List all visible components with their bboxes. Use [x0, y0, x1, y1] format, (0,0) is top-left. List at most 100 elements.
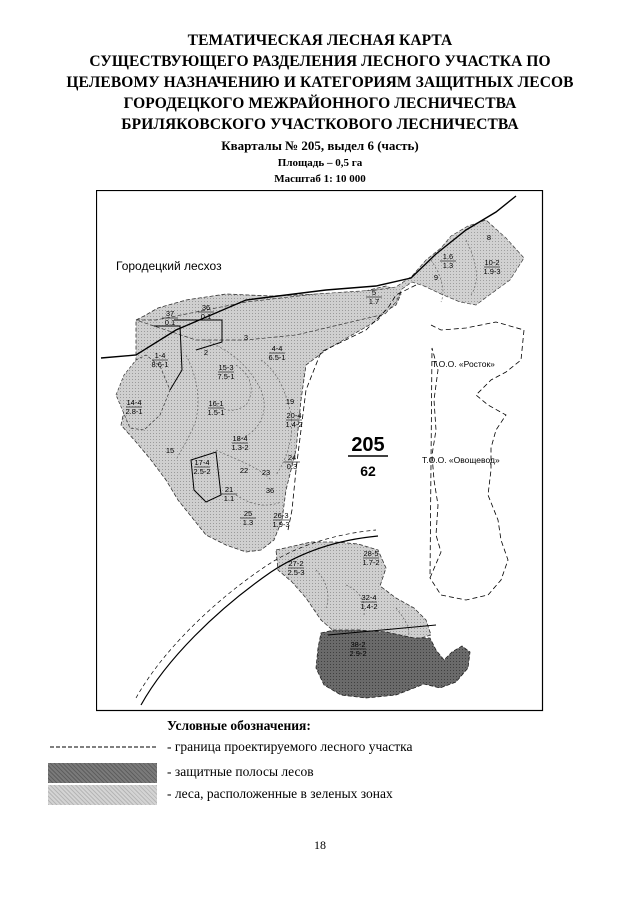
plot-label-p20: 20-41.4-2	[285, 411, 302, 429]
plot-label-bottom: 2.5-2	[193, 467, 210, 476]
plot-label-p21: 211.1	[221, 485, 237, 503]
plot-label-bottom: 0.3	[287, 462, 297, 471]
plot-label-top: 36	[202, 303, 210, 312]
plot-label-top: 24	[288, 453, 296, 462]
title-line-4: ГОРОДЕЦКОГО МЕЖРАЙОННОГО ЛЕСНИЧЕСТВА	[123, 95, 517, 112]
plot-label-p18: 18-41.3-2	[231, 434, 248, 452]
area-line: Площадь – 0,5 га	[277, 157, 363, 169]
plot-label-top: 10-2	[484, 258, 499, 267]
plot-label-bottom: 1.4-2	[285, 420, 302, 429]
plain-label-n19: 19	[286, 397, 294, 406]
plot-label-p24: 240.3	[284, 453, 300, 471]
plot-label-top: 25	[244, 509, 252, 518]
rostok-label: Т.О.О. «Росток»	[432, 359, 495, 369]
road	[100, 195, 517, 359]
quarter-number: 205	[351, 434, 384, 456]
plain-label-n9: 9	[434, 273, 438, 282]
plot-label-bottom: 1.7	[369, 297, 379, 306]
plot-label-p7: 1.61.3	[440, 252, 456, 270]
plot-label-top: 5	[372, 288, 376, 297]
plot-label-bottom: 7.5-1	[217, 372, 234, 381]
quarters-line: Кварталы № 205, выдел 6 (часть)	[221, 138, 419, 153]
plot-label-top: 17-4	[194, 458, 209, 467]
plot-label-bottom: 1.9-3	[483, 267, 500, 276]
plot-label-top: 4-4	[272, 344, 283, 353]
plot-label-top: 28-5	[363, 549, 378, 558]
inner-contours	[175, 239, 477, 639]
forest-map: Городецкий лесхоз Т.О.О. «Росток» Т.О.О.…	[96, 190, 544, 712]
railway	[135, 529, 379, 706]
title-line-5: БРИЛЯКОВСКОГО УЧАСТКОВОГО ЛЕСНИЧЕСТВА	[121, 116, 519, 133]
legend-item-protective: - защитные полосы лесов	[167, 764, 314, 779]
plot-label-bottom: 8.6-1	[151, 360, 168, 369]
south-forest-area	[275, 541, 432, 641]
north-strip-area	[135, 219, 525, 341]
plot-label-bottom: 1.3-2	[231, 443, 248, 452]
ovoschevod-label: Т.О.О. «Овощевод»	[422, 455, 500, 465]
plain-label-n23: 23	[262, 468, 270, 477]
plot-label-p10: 10-21.9-3	[483, 258, 500, 276]
west-strip-area	[115, 354, 171, 431]
plot-label-bottom: 1.3	[443, 261, 453, 270]
plain-label-n2: 2	[204, 348, 208, 357]
plot-label-top: 26-3	[273, 511, 288, 520]
plot-label-top: 16-1	[208, 399, 223, 408]
plain-label-n15: 15	[166, 446, 174, 455]
plot-label-p5: 51.7	[366, 288, 382, 306]
plot-label-p14: 14-42.8-1	[125, 398, 142, 416]
plot-label-top: 38-2	[350, 640, 365, 649]
plot-label-p17: 17-42.5-2	[193, 458, 210, 476]
plot-label-bottom: 2.9-2	[349, 649, 366, 658]
plot-label-bottom: 1.7-2	[362, 558, 379, 567]
title-line-2: СУЩЕСТВУЮЩЕГО РАЗДЕЛЕНИЯ ЛЕСНОГО УЧАСТКА…	[89, 53, 551, 70]
plot-label-bottom: 1.4-2	[360, 602, 377, 611]
plot-label-top: 37	[166, 309, 174, 318]
plain-label-n3: 3	[244, 333, 248, 342]
plot-label-top: 32-4	[361, 593, 376, 602]
plot-label-top: 15-3	[218, 363, 233, 372]
plot-label-p38: 38-22.9-2	[349, 640, 366, 658]
plain-label-n22: 22	[240, 466, 248, 475]
plot-label-top: 21	[225, 485, 233, 494]
legend-item-green-zone: - леса, расположенные в зеленых зонах	[167, 786, 393, 801]
plot-label-bottom: 1.1	[224, 494, 234, 503]
title-line-3: ЦЕЛЕВОМУ НАЗНАЧЕНИЮ И КАТЕГОРИЯМ ЗАЩИТНЫ…	[66, 74, 574, 91]
plot-label-p1: 1-48.6-1	[151, 351, 168, 369]
legend-heading: Условные обозначения:	[167, 718, 311, 733]
plot-label-bottom: 0.1	[201, 312, 211, 321]
plain-label-n36: 36	[266, 486, 274, 495]
plot-label-bottom: 1.9-3	[272, 520, 289, 529]
plot-label-top: 14-4	[126, 398, 141, 407]
page-number: 18	[314, 838, 326, 852]
legend-swatch-protective	[48, 763, 157, 783]
title-line-1: ТЕМАТИЧЕСКАЯ ЛЕСНАЯ КАРТА	[187, 32, 453, 49]
plot-label-p27: 27-22.5-3	[287, 559, 304, 577]
plot-label-top: 27-2	[288, 559, 303, 568]
plot-label-bottom: 2.8-1	[125, 407, 142, 416]
plot-label-bottom: 6.5-1	[268, 353, 285, 362]
plot-label-p16: 16-11.5-1	[207, 399, 224, 417]
quarter-area: 62	[360, 463, 376, 479]
plot-label-bottom: 1.5-1	[207, 408, 224, 417]
main-forest-area	[120, 285, 402, 553]
plot-label-bottom: 0.1	[165, 318, 175, 327]
legend-item-boundary: - граница проектируемого лесного участка	[167, 739, 413, 754]
plot-label-p36: 360.1	[198, 303, 214, 321]
plot-label-top: 20-4	[286, 411, 301, 420]
plot-label-top: 1.6	[443, 252, 453, 261]
plot-label-bottom: 1.3	[243, 518, 253, 527]
legend-swatch-green-zone	[48, 785, 157, 805]
plot-label-p26: 26-31.9-3	[272, 511, 289, 529]
plot-label-p15a: 15-37.5-1	[217, 363, 234, 381]
leskhoz-label: Городецкий лесхоз	[116, 259, 222, 273]
plot-label-p37: 370.1	[162, 309, 178, 327]
title-block: ТЕМАТИЧЕСКАЯ ЛЕСНАЯ КАРТА СУЩЕСТВУЮЩЕГО …	[0, 30, 640, 187]
protective-strip-area	[315, 629, 471, 699]
plain-label-n8: 8	[487, 233, 491, 242]
scale-line: Масштаб 1: 10 000	[274, 173, 366, 185]
plot-label-p28: 28-51.7-2	[362, 549, 379, 567]
plot-label-top: 1-4	[155, 351, 166, 360]
plot-label-p25: 251.3	[240, 509, 256, 527]
